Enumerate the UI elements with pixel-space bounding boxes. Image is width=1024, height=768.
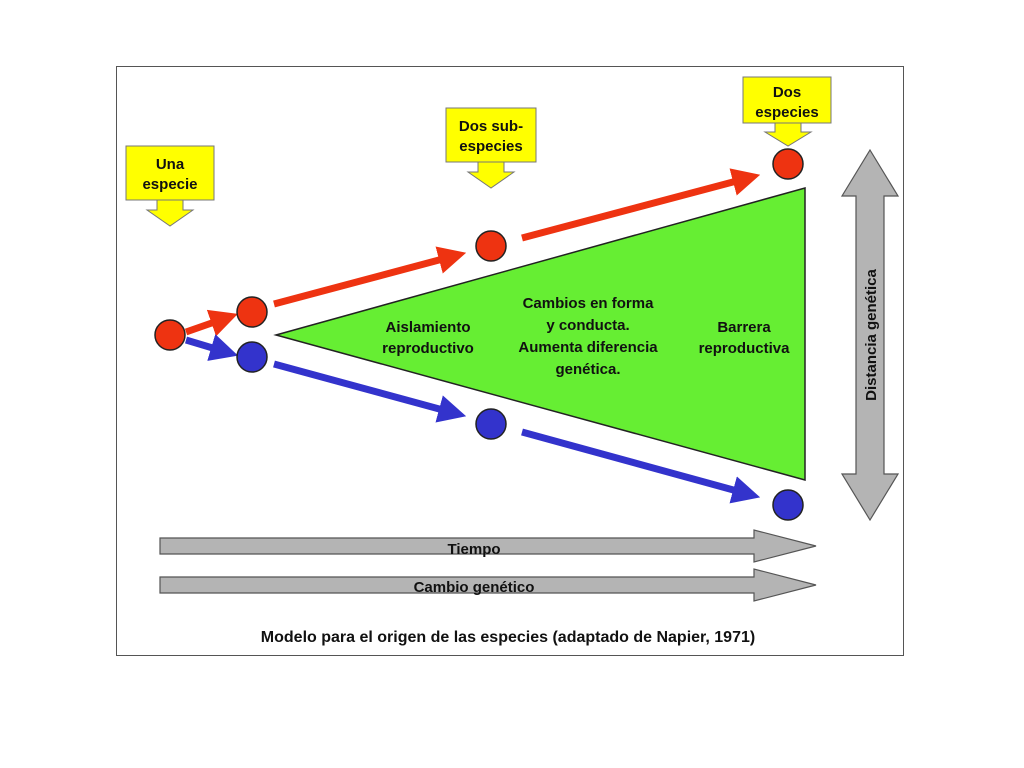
callout-two-subspecies: Dos sub- especies xyxy=(445,107,537,189)
blue-species-node xyxy=(772,489,804,521)
callout-two-species: Dos especies xyxy=(742,76,832,147)
blue-arrow-3 xyxy=(521,428,761,504)
blue-arrow-2 xyxy=(273,360,467,423)
callout-two-subspecies-line1: Dos sub- xyxy=(459,118,523,135)
label-changes-line1: Cambios en forma xyxy=(523,295,655,312)
callout-two-species-line1: Dos xyxy=(773,84,801,101)
label-barrier-line2: reproductiva xyxy=(699,340,791,357)
genetic-divergence-wedge xyxy=(273,187,806,481)
blue-arrow-1 xyxy=(184,334,239,361)
genetic-change-label: Cambio genético xyxy=(414,579,535,596)
genetic-change-arrow: Cambio genético xyxy=(159,568,817,602)
label-changes-line2: y conducta. xyxy=(546,317,629,334)
blue-subspecies-node xyxy=(475,408,507,440)
callout-two-species-line2: especies xyxy=(755,104,818,121)
ancestral-species-node xyxy=(154,319,186,351)
callout-one-species-line1: Una xyxy=(156,156,185,173)
label-barrier-line1: Barrera xyxy=(717,319,771,336)
callout-one-species-line2: especie xyxy=(142,176,197,193)
callout-one-species: Una especie xyxy=(125,145,215,227)
diagram-caption: Modelo para el origen de las especies (a… xyxy=(261,629,755,646)
genetic-distance-axis: Distancia genética xyxy=(840,148,900,522)
red-arrow-2 xyxy=(273,246,467,308)
label-changes-line4: genética. xyxy=(555,361,620,378)
label-isolation-line1: Aislamiento xyxy=(385,319,470,336)
time-arrow: Tiempo xyxy=(159,529,817,563)
red-node-1 xyxy=(236,296,268,328)
red-species-node xyxy=(772,148,804,180)
time-label: Tiempo xyxy=(447,541,500,558)
red-arrow-1 xyxy=(184,309,238,337)
label-isolation-line2: reproductivo xyxy=(382,340,474,357)
blue-node-1 xyxy=(236,341,268,373)
red-subspecies-node xyxy=(475,230,507,262)
genetic-distance-label: Distancia genética xyxy=(863,268,880,400)
red-arrow-3 xyxy=(521,168,761,242)
callout-two-subspecies-line2: especies xyxy=(459,138,522,155)
label-changes-line3: Aumenta diferencia xyxy=(518,339,658,356)
